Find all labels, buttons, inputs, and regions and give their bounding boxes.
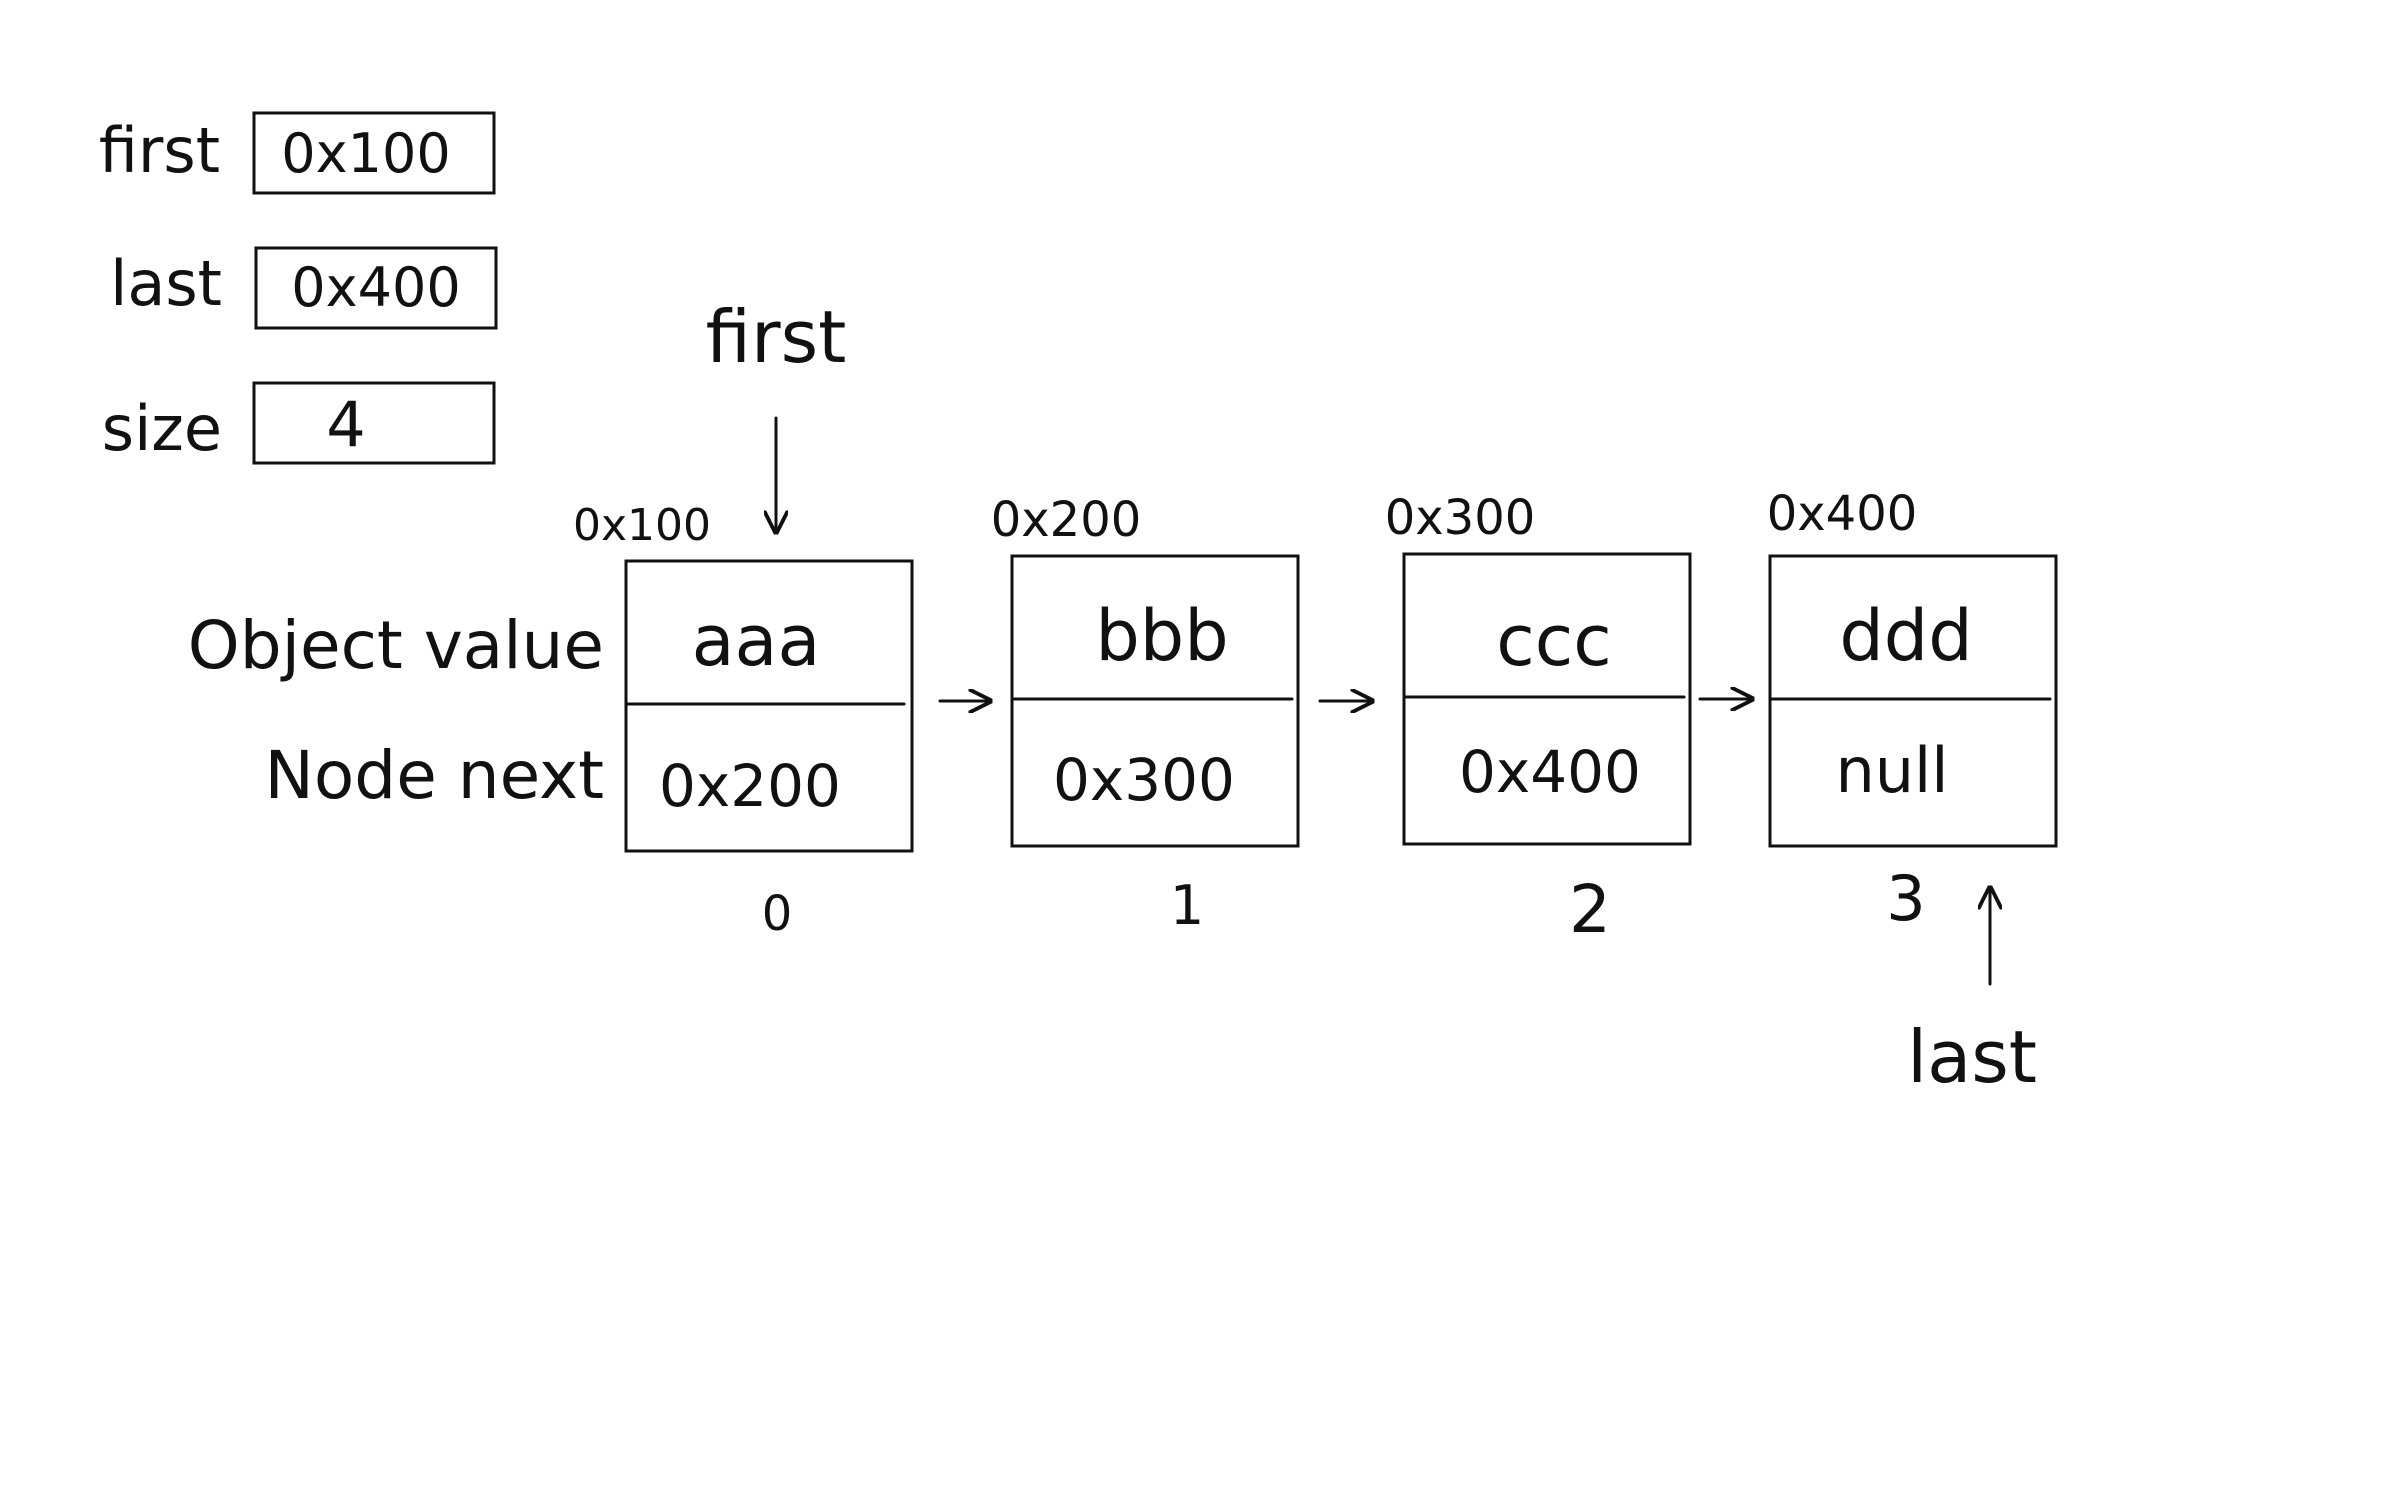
node-index: 2 [1569, 871, 1611, 948]
field-size-value: 4 [326, 388, 365, 461]
field-size: size 4 [102, 381, 496, 465]
node-address: 0x400 [1767, 486, 1918, 542]
node-next: 0x200 [659, 752, 841, 820]
last-pointer-label: last [1907, 1015, 2037, 1099]
field-first-label: first [99, 114, 220, 187]
field-first: first 0x100 [99, 111, 496, 195]
node-1: 0x200 bbb 0x300 1 [991, 492, 1300, 937]
node-next: 0x400 [1459, 738, 1641, 806]
node-next: 0x300 [1053, 746, 1235, 814]
first-pointer-label: first [706, 295, 847, 379]
node-box [1402, 552, 1692, 846]
node-address: 0x100 [573, 500, 711, 551]
node-value: ddd [1839, 595, 1972, 677]
node-value: bbb [1095, 595, 1228, 677]
field-last: last 0x400 [110, 246, 498, 330]
field-size-box [252, 381, 496, 465]
node-index: 1 [1170, 874, 1204, 937]
field-last-label: last [110, 247, 222, 320]
row-label-value: Object value [188, 607, 604, 684]
node-box [1010, 554, 1300, 848]
first-pointer: first [706, 295, 847, 532]
node-0: 0x100 aaa 0x200 0 [573, 500, 914, 942]
field-size-label: size [102, 392, 222, 465]
field-first-box [252, 111, 496, 195]
node-3: 0x400 ddd null 3 [1767, 486, 2058, 935]
node-value: ccc [1496, 600, 1611, 682]
node-box [624, 559, 914, 853]
node-index: 0 [762, 886, 793, 942]
node-address: 0x200 [991, 492, 1142, 548]
field-last-box [254, 246, 498, 330]
node-box [1768, 554, 2058, 848]
node-index: 3 [1886, 862, 1925, 935]
node-2: 0x300 ccc 0x400 2 [1385, 490, 1692, 948]
node-value: aaa [692, 600, 821, 682]
row-label-next: Node next [265, 737, 604, 814]
last-pointer: last [1907, 888, 2037, 1099]
field-last-value: 0x400 [291, 256, 460, 319]
node-next: null [1835, 734, 1948, 807]
field-first-value: 0x100 [281, 122, 450, 185]
node-address: 0x300 [1385, 490, 1536, 546]
